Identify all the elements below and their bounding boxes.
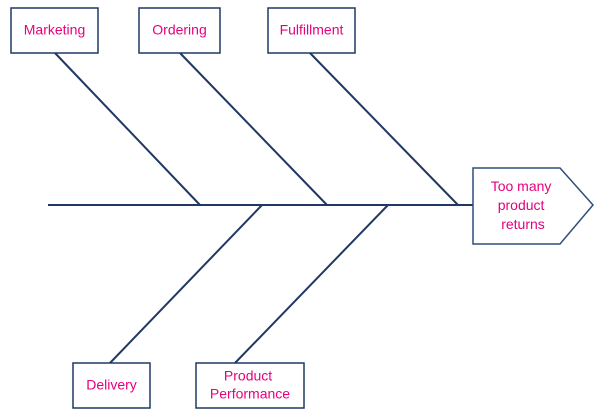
- cause-box-delivery-frame: [72, 362, 151, 409]
- cause-box-delivery: Delivery: [72, 362, 151, 409]
- bone-delivery: [109, 204, 263, 364]
- problem-label-line-1: Too many: [491, 178, 552, 194]
- cause-box-product-performance: Product Performance: [195, 362, 305, 409]
- cause-box-ordering: Ordering: [138, 7, 221, 54]
- bone-product-performance: [234, 204, 389, 364]
- bone-ordering: [179, 52, 328, 206]
- problem-label: Too many product returns: [491, 178, 556, 232]
- cause-label-product-performance-line-2: Performance: [210, 385, 290, 401]
- problem-label-line-3: returns: [501, 216, 545, 232]
- cause-label-delivery: Delivery: [86, 377, 137, 393]
- cause-box-fulfillment: Fulfillment: [267, 7, 356, 54]
- cause-box-fulfillment-frame: [267, 7, 356, 54]
- cause-label-marketing: Marketing: [24, 22, 85, 38]
- problem-head: Too many product returns: [472, 167, 594, 245]
- problem-label-line-2: product: [498, 197, 545, 213]
- cause-box-ordering-frame: [138, 7, 221, 54]
- bone-fulfillment: [309, 52, 459, 206]
- cause-label-product-performance: Product Performance: [210, 367, 290, 401]
- cause-box-marketing-frame: [10, 7, 99, 54]
- cause-label-ordering: Ordering: [152, 22, 206, 38]
- cause-label-product-performance-line-1: Product: [224, 367, 272, 383]
- problem-head-shape: [472, 167, 594, 245]
- bone-marketing: [54, 52, 201, 206]
- cause-box-marketing: Marketing: [10, 7, 99, 54]
- cause-box-product-performance-frame: [195, 362, 305, 409]
- cause-label-fulfillment: Fulfillment: [280, 22, 344, 38]
